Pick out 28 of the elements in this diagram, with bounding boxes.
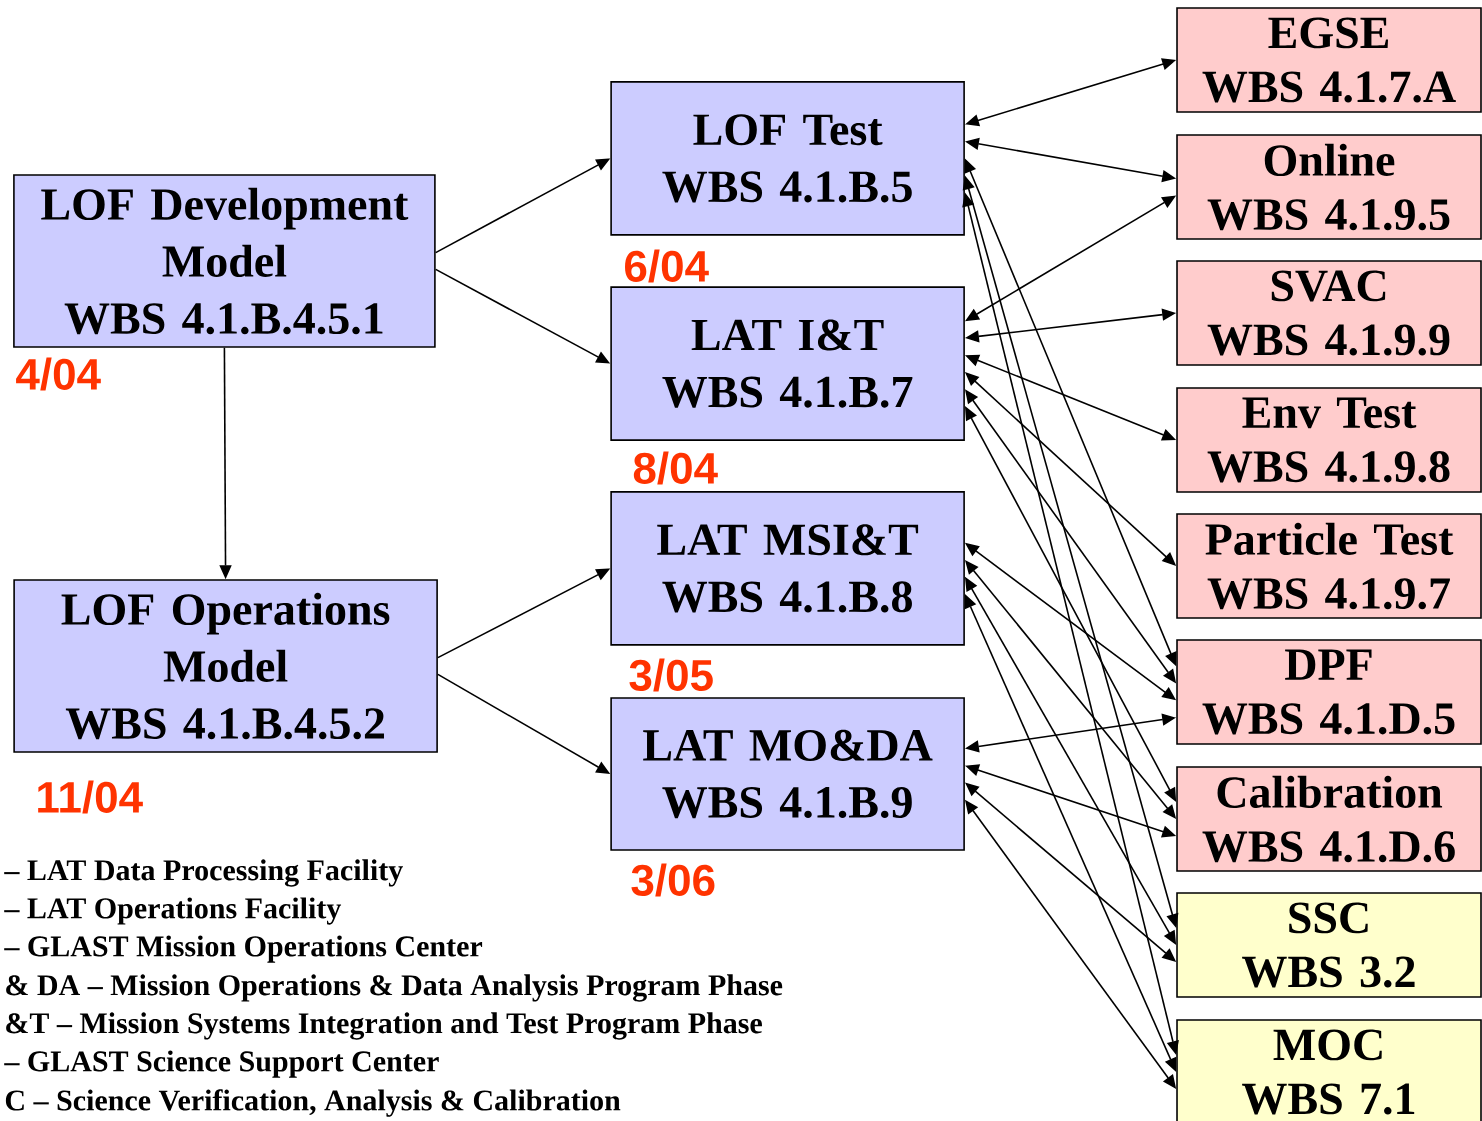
date-label: 4/04: [16, 357, 101, 391]
process-box: SVAC WBS 4.1.9.9: [1176, 260, 1482, 366]
legend-text: & DA – Mission Operations & Data Analysis Program Phase: [6, 974, 783, 1002]
process-box: Env Test WBS 4.1.9.8: [1176, 387, 1482, 493]
legend-text: – GLAST Science Support Center: [4, 1050, 439, 1078]
process-box: Particle Test WBS 4.1.9.7: [1176, 513, 1482, 619]
process-box: Calibration WBS 4.1.D.6: [1176, 766, 1482, 872]
process-box: EGSE WBS 4.1.7.A: [1176, 7, 1482, 113]
process-box: SSC WBS 3.2: [1176, 892, 1482, 998]
process-box: LOF Test WBS 4.1.B.5: [610, 81, 965, 236]
date-label: 8/04: [633, 451, 718, 485]
legend-text: – GLAST Mission Operations Center: [4, 935, 483, 963]
date-label: 11/04: [38, 780, 143, 814]
legend-text: C – Science Verification, Analysis & Calibration: [5, 1089, 621, 1117]
process-box: Online WBS 4.1.9.5: [1176, 134, 1482, 240]
legend-text: – LAT Data Processing Facility: [4, 859, 403, 887]
process-box: LAT I&T WBS 4.1.B.7: [610, 286, 965, 441]
date-label: 6/04: [625, 249, 709, 283]
process-box: MOC WBS 7.1: [1176, 1019, 1482, 1121]
process-box: LOF Development Model WBS 4.1.B.4.5.1: [13, 174, 436, 348]
process-box: LAT MO&DA WBS 4.1.B.9: [610, 697, 965, 851]
process-box: LAT MSI&T WBS 4.1.B.8: [610, 491, 965, 646]
legend-text: &T – Mission Systems Integration and Test Program Phase: [6, 1012, 762, 1040]
date-label: 3/05: [629, 658, 713, 692]
date-label: 3/06: [631, 863, 715, 897]
process-box: LOF Operations Model WBS 4.1.B.4.5.2: [13, 579, 438, 753]
process-box: DPF WBS 4.1.D.5: [1176, 639, 1482, 745]
legend-text: – LAT Operations Facility: [4, 897, 342, 925]
